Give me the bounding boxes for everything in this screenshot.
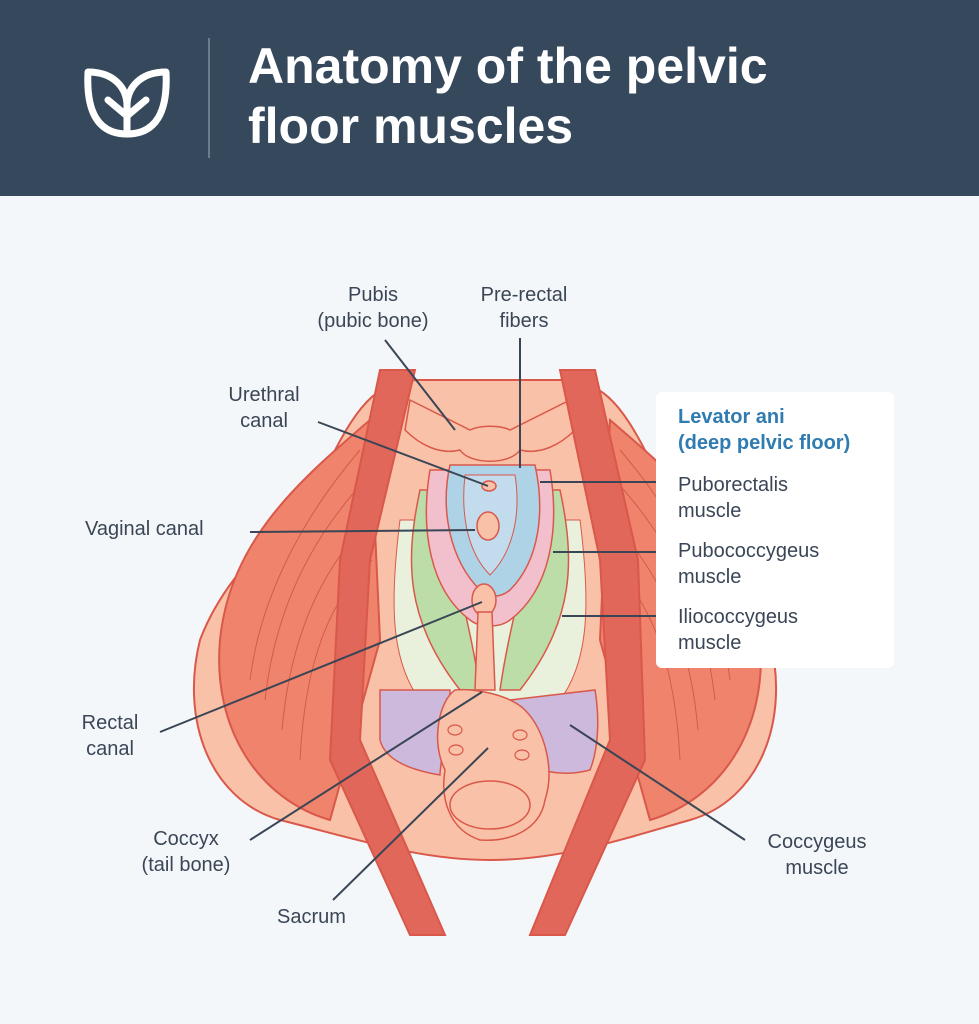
legend-title: Levator ani (deep pelvic floor) [678, 406, 851, 454]
urethral-opening [481, 480, 497, 492]
legend-item-iliococcygeus: Iliococcygeus muscle [678, 606, 799, 654]
anococcygeal-body [474, 611, 496, 691]
right-band [528, 369, 647, 936]
label-sacrum: Sacrum [277, 906, 346, 928]
label-pubis: Pubis (pubic bone) [317, 284, 429, 332]
header-banner: Anatomy of the pelvic floor muscles [0, 0, 979, 196]
label-coccyx: Coccyx (tail bone) [141, 828, 231, 876]
leader-lines [159, 338, 746, 901]
levator-ani-legend: Levator ani (deep pelvic floor) Puborect… [656, 392, 894, 668]
title-line-1: Anatomy of the pelvic [248, 38, 768, 94]
rectal-opening [471, 583, 497, 617]
page-title: Anatomy of the pelvic floor muscles [248, 36, 948, 156]
legend-item-puborectalis: Puborectalis muscle [678, 474, 789, 522]
sprout-leaf-icon [84, 68, 170, 138]
left-band [328, 369, 447, 936]
header-divider [208, 38, 210, 158]
vaginal-opening [476, 511, 500, 541]
label-vaginal-canal: Vaginal canal [85, 518, 204, 540]
label-rectal-canal: Rectal canal [81, 712, 139, 760]
title-line-2: floor muscles [248, 98, 574, 154]
label-coccygeus-muscle: Coccygeus muscle [767, 831, 867, 879]
label-pre-rectal-fibers: Pre-rectal fibers [480, 284, 568, 332]
label-urethral-canal: Urethral canal [228, 384, 300, 432]
sacrum-body [449, 780, 531, 830]
legend-item-pubococcygeus: Pubococcygeus muscle [678, 540, 820, 588]
sacral-foramina [447, 724, 530, 761]
